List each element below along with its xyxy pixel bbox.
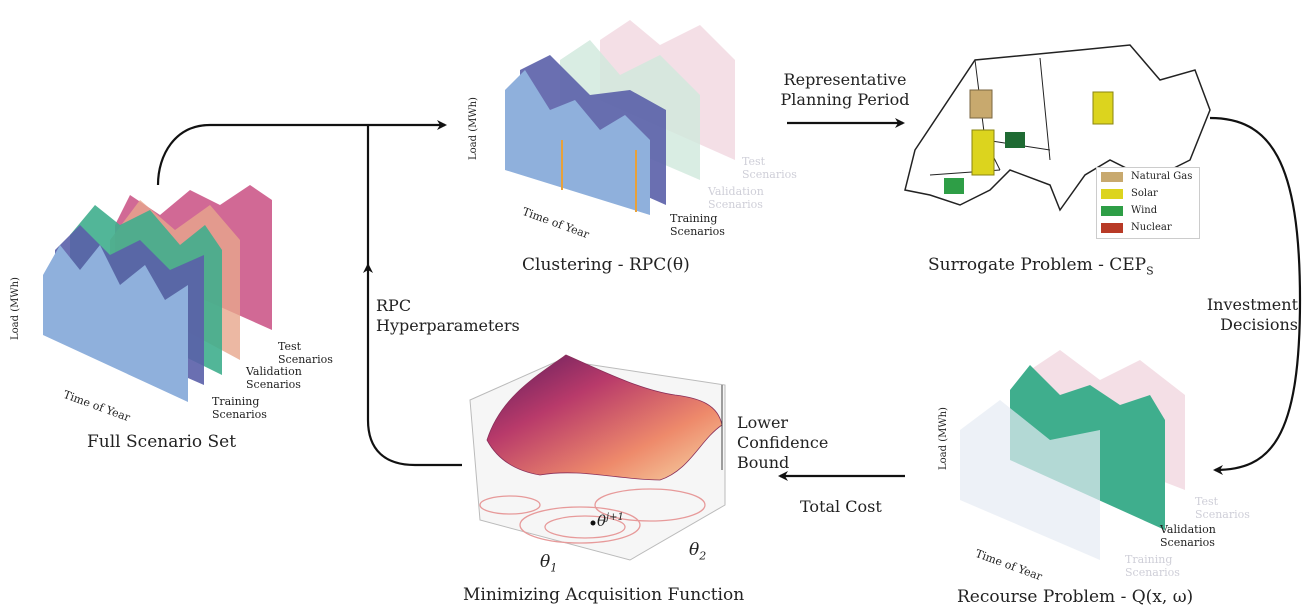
acq-point-label: θj+1 xyxy=(597,512,624,530)
legend-item-nuclear: Nuclear xyxy=(1097,219,1199,236)
full-scenario-stack xyxy=(43,185,272,402)
rec-layer-validation: Validation Scenarios xyxy=(1160,523,1216,549)
legend-item-wind: Wind xyxy=(1097,202,1199,219)
full-layer-validation: Validation Scenarios xyxy=(246,365,302,391)
acq-surface xyxy=(486,354,723,481)
legend-swatch xyxy=(1101,222,1123,233)
arrow-full-to-clustering xyxy=(156,120,447,186)
full-layer-test: Test Scenarios xyxy=(278,340,333,366)
map-outline xyxy=(904,44,1211,212)
label-total-cost: Total Cost xyxy=(800,497,882,516)
clust-layer-training: Training Scenarios xyxy=(670,212,725,238)
legend-swatch xyxy=(1101,171,1123,182)
caption-full-scenario-set: Full Scenario Set xyxy=(87,432,237,452)
legend-item-solar: Solar xyxy=(1097,185,1199,202)
clust-layer-validation: Validation Scenarios xyxy=(708,185,764,211)
legend-swatch xyxy=(1101,205,1123,216)
caption-recourse: Recourse Problem - Q(x, ω) xyxy=(957,587,1194,607)
caption-surrogate: Surrogate Problem - CEPS xyxy=(928,255,1154,277)
generation-legend: Natural Gas Solar Wind Nuclear xyxy=(1096,167,1200,239)
map-solar-block-1 xyxy=(971,129,995,176)
label-representative-period: Representative Planning Period xyxy=(780,70,910,109)
full-training-layer xyxy=(43,245,188,402)
acq-zlabel: Lower Confidence Bound xyxy=(737,413,829,472)
clustering-stack xyxy=(505,20,735,215)
recourse-stack xyxy=(960,350,1185,560)
label-rpc-hyperparameters: RPC Hyperparameters xyxy=(376,296,520,335)
acquisition-plot xyxy=(469,354,726,561)
full-ylabel: Load (MWh) xyxy=(10,277,21,340)
rec-layer-training: Training Scenarios xyxy=(1125,553,1180,579)
clust-layer-test: Test Scenarios xyxy=(742,155,797,181)
rec-layer-test: Test Scenarios xyxy=(1195,495,1250,521)
caption-clustering: Clustering - RPC(θ) xyxy=(522,255,690,275)
clust-ylabel: Load (MWh) xyxy=(468,97,479,160)
new-england-map xyxy=(904,44,1211,212)
rec-training-layer xyxy=(960,400,1100,560)
caption-acquisition: Minimizing Acquisition Function xyxy=(463,585,745,605)
caption-surrogate-main: Surrogate Problem - CEP xyxy=(928,255,1147,275)
rec-ylabel: Load (MWh) xyxy=(938,407,949,470)
label-investment-decisions: Investment Decisions xyxy=(1206,295,1298,334)
clust-training-layer xyxy=(505,70,650,215)
caption-surrogate-sub: S xyxy=(1146,264,1154,278)
map-solar-block-2 xyxy=(1092,91,1114,125)
legend-swatch xyxy=(1101,188,1123,199)
legend-item-natural-gas: Natural Gas xyxy=(1097,168,1199,185)
acq-min-point xyxy=(590,520,596,526)
map-wind-block-2 xyxy=(944,178,964,194)
full-layer-training: Training Scenarios xyxy=(212,395,267,421)
arrow-investment xyxy=(1209,116,1302,475)
map-wind-block-1 xyxy=(1005,132,1025,148)
acq-theta2-label: θ2 xyxy=(689,540,707,563)
arrow-rpc-hyper xyxy=(363,263,462,467)
acq-contours xyxy=(479,488,706,544)
map-gas-block xyxy=(969,89,993,119)
acq-theta1-label: θ1 xyxy=(540,552,558,575)
